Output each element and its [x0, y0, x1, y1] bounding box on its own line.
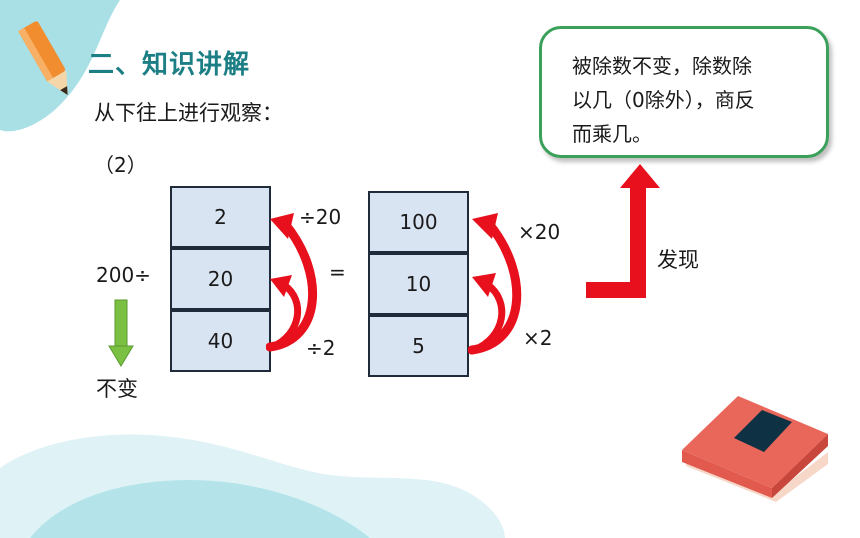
- unchanged-label: 不变: [96, 377, 138, 401]
- left-cell-top: 2: [170, 186, 271, 248]
- right-op-bottom: ×2: [523, 326, 553, 350]
- part-label: （2）: [94, 153, 147, 177]
- discover-arrow-icon: [586, 164, 660, 298]
- instruction-text: 从下往上进行观察：: [94, 101, 283, 125]
- right-curved-arrows: [468, 213, 522, 355]
- left-cell-middle: 20: [170, 248, 271, 310]
- left-op-middle: =: [329, 260, 346, 284]
- conclusion-box: 被除数不变，除数除 以几（0除外），商反 而乘几。: [539, 26, 829, 158]
- discover-label: 发现: [657, 248, 699, 272]
- left-op-top: ÷20: [299, 205, 342, 229]
- conclusion-line-1: 被除数不变，除数除: [572, 54, 752, 78]
- right-cell-top: 100: [368, 191, 469, 253]
- left-curved-arrows: [266, 213, 318, 352]
- dividend-prefix: 200÷: [96, 263, 151, 287]
- left-cell-bottom: 40: [170, 310, 271, 372]
- left-op-bottom: ÷2: [306, 336, 336, 360]
- down-arrow-icon: [108, 299, 134, 367]
- conclusion-line-3: 而乘几。: [572, 122, 652, 146]
- right-cell-bottom: 5: [368, 315, 469, 377]
- right-op-top: ×20: [518, 220, 561, 244]
- book-icon: [682, 396, 828, 502]
- pencil-icon: [18, 21, 68, 96]
- section-title: 二、知识讲解: [88, 50, 251, 80]
- right-cell-middle: 10: [368, 253, 469, 315]
- conclusion-line-2: 以几（0除外），商反: [572, 88, 755, 112]
